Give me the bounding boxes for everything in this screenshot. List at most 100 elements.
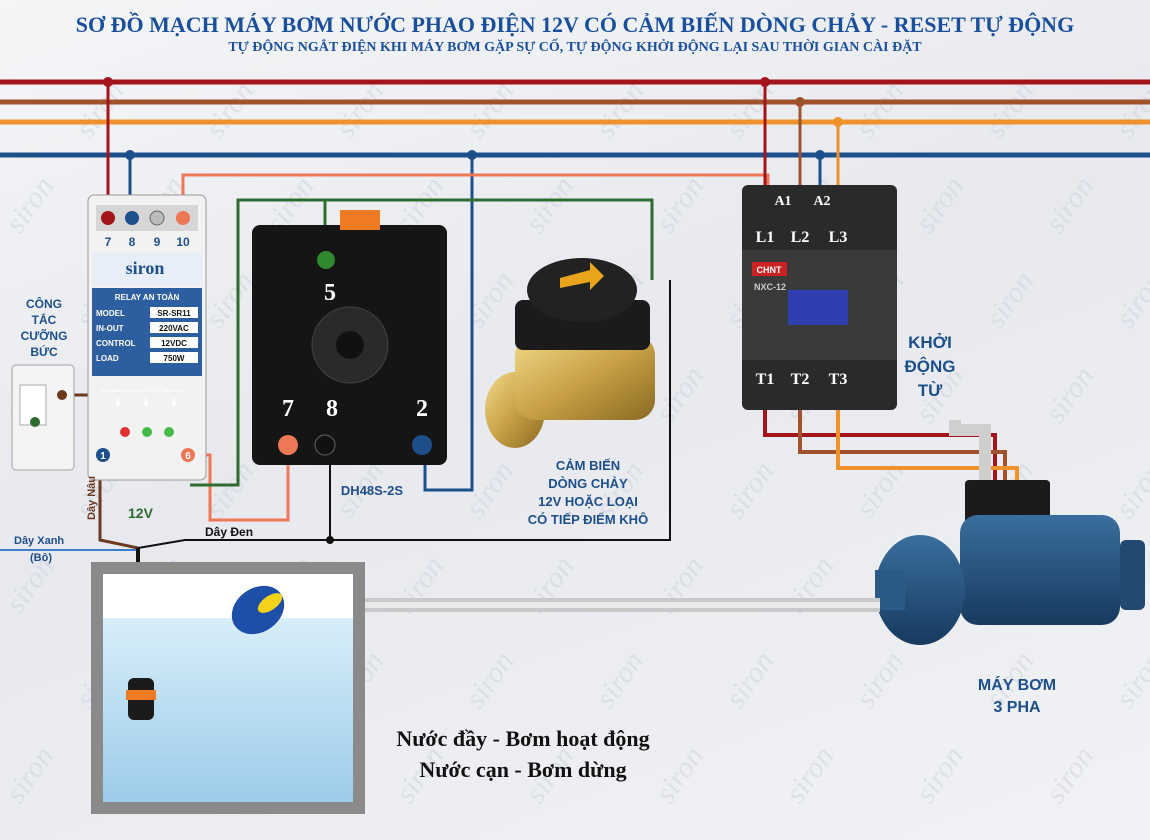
relay-header: RELAY AN TOÀN [115, 293, 180, 302]
watermark-text: siron [199, 455, 261, 524]
sensor-label-line: CÓ TIẾP ĐIỂM KHÔ [528, 512, 648, 527]
relay-terminal-label: 8 [129, 235, 136, 249]
watermark-text: siron [459, 645, 521, 714]
watermark-text: siron [519, 170, 581, 239]
relay-input-label: PHAO 2 12V [162, 388, 185, 393]
relay-spec-cell [150, 352, 198, 363]
timer-pin-8: 8 [326, 396, 338, 422]
blue-wire-sublabel: (Bô) [30, 552, 52, 564]
watermark-text: siron [459, 265, 521, 334]
watermark-text: siron [719, 455, 781, 524]
relay-spec-cell [150, 322, 198, 333]
timer-terminal-5 [317, 251, 335, 269]
sensor-label-line: CẢM BIẾN [556, 458, 620, 473]
watermark-text: siron [1109, 645, 1150, 714]
relay-spec-value: 12VDC [161, 339, 187, 348]
watermark-text: siron [719, 75, 781, 144]
watermark-text: siron [649, 360, 711, 429]
timer-pin-7: 7 [282, 396, 294, 422]
watermark-text: siron [979, 75, 1041, 144]
watermark-text: siron [329, 75, 391, 144]
switch-label-line: BỨC [30, 344, 58, 359]
pump-label-line: 3 PHA [993, 699, 1041, 716]
timer-pin-5: 5 [324, 280, 336, 306]
sensor-label-line: DÒNG CHẢY [548, 476, 628, 491]
switch-label-line: TẮC [32, 312, 57, 327]
brown-wire-label: Dây Nâu [86, 476, 98, 520]
relay-brand-logo: siron [126, 258, 165, 278]
watermark-text: siron [199, 75, 261, 144]
page-subtitle: TỰ ĐỘNG NGẮT ĐIỆN KHI MÁY BƠM GẶP SỰ CỐ,… [228, 37, 922, 55]
watermark-text: siron [1109, 265, 1150, 334]
water-tank [91, 562, 880, 814]
switch-label-line: CƯỠNG [21, 328, 68, 343]
contactor-a1: A1 [774, 194, 791, 209]
relay-terminal-10 [176, 211, 190, 225]
pump [875, 420, 1145, 645]
watermark-text: siron [589, 75, 651, 144]
junction-dots [103, 77, 843, 544]
watermark-text: siron [199, 265, 261, 334]
override-switch[interactable] [11, 364, 75, 471]
relay-spec-key: CONTROL [96, 339, 136, 348]
contactor [742, 185, 897, 410]
contactor-t3: T3 [829, 371, 848, 388]
voltage-label: 12V [128, 505, 154, 521]
watermark-text: siron [979, 265, 1041, 334]
relay-spec-value: 220VAC [159, 324, 189, 333]
watermark-text: siron [1109, 455, 1150, 524]
relay-input-labels: ĐẦU NGUỒN 12V ⬇ PHAO 1 12V ⬇ PHAO 2 12V ⬇ [102, 388, 186, 409]
timer-socket [252, 210, 447, 465]
contactor-model: NXC-12 [754, 282, 786, 292]
page-title: SƠ ĐỒ MẠCH MÁY BƠM NƯỚC PHAO ĐIỆN 12V CÓ… [76, 12, 1074, 37]
watermark-text: siron [649, 740, 711, 809]
arrow-down-icon: ⬇ [142, 398, 150, 409]
relay-terminal-9 [149, 210, 165, 226]
watermark-text: siron [909, 170, 971, 239]
contactor-l3: L3 [829, 229, 848, 246]
sensor-label: CẢM BIẾN DÒNG CHẢY 12V HOẶC LOẠI CÓ TIẾP… [528, 458, 648, 527]
power-bus [0, 79, 1150, 158]
timer-pin-2: 2 [416, 396, 428, 422]
relay-terminal-7 [101, 211, 115, 225]
relay-spec-value: SR-SR11 [157, 309, 191, 318]
contactor-label: KHỞI ĐỘNG TỪ [905, 333, 956, 400]
contactor-t2: T2 [791, 371, 810, 388]
watermark-text: siron [69, 75, 131, 144]
contactor-l2: L2 [791, 229, 810, 246]
watermark-text: siron [719, 645, 781, 714]
watermark-text: siron [459, 75, 521, 144]
watermark-text: siron [1039, 740, 1101, 809]
watermark-text: siron [589, 645, 651, 714]
float-switch [126, 585, 285, 720]
relay-input-label: ĐẦU NGUỒN 12V [102, 388, 135, 393]
watermark-text: siron [849, 455, 911, 524]
contactor-label-line: TỪ [918, 381, 943, 400]
caption-full: Nước đầy - Bơm hoạt động [396, 726, 649, 751]
contactor-t1: T1 [756, 371, 775, 388]
timer-model: DH48S-2S [341, 483, 403, 498]
arrow-down-icon: ⬇ [114, 398, 122, 409]
arrow-down-icon: ⬇ [170, 398, 178, 409]
relay-terminal-label: 10 [176, 235, 190, 249]
override-switch-label: CÔNG TẮC CƯỠNG BỨC [21, 296, 68, 359]
contactor-brand: CHNT [757, 265, 782, 275]
relay-terminal-1 [96, 448, 110, 462]
sensor-label-line: 12V HOẶC LOẠI [538, 494, 638, 509]
relay-spec-value: 750W [164, 354, 185, 363]
watermark-text: siron [849, 75, 911, 144]
watermark-text: siron [1109, 75, 1150, 144]
watermark-text: siron [849, 645, 911, 714]
relay-terminal-label: 7 [105, 235, 112, 249]
relay-terminal-label: 9 [154, 235, 161, 249]
pump-label-line: MÁY BƠM [978, 675, 1056, 694]
relay-spec-key: LOAD [96, 354, 119, 363]
relay-input-label: PHAO 1 12V [134, 388, 157, 393]
pump-label: MÁY BƠM 3 PHA [978, 675, 1056, 716]
relay-terminal-label: 6 [185, 451, 191, 462]
watermark-text: siron [779, 740, 841, 809]
flow-sensor [485, 258, 655, 448]
contactor-a2: A2 [813, 194, 830, 209]
